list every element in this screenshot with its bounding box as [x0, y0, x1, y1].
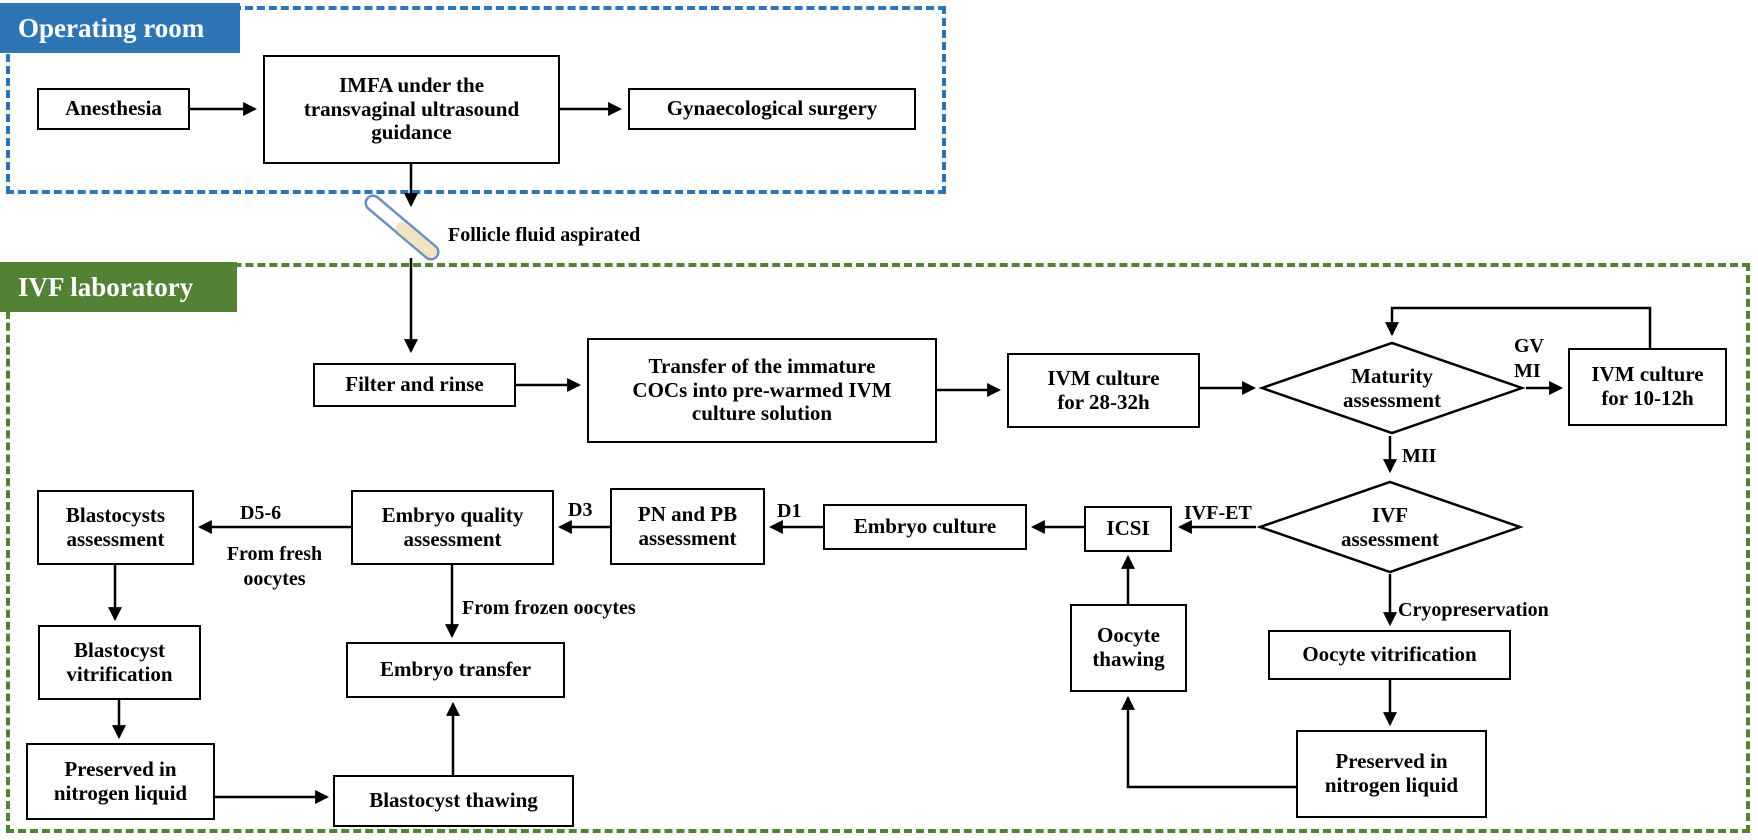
ivf-diamond-label: IVF assessment — [1341, 502, 1439, 551]
node-blastocyst-vitrification: Blastocyst vitrification — [38, 625, 201, 700]
from-frozen-oocytes-label: From frozen oocytes — [462, 597, 636, 619]
d5-6-label: D5-6 — [240, 502, 282, 524]
node-imfa: IMFA under the transvaginal ultrasound g… — [263, 55, 560, 164]
mii-label: MII — [1402, 445, 1437, 467]
ivf-et-label: IVF-ET — [1184, 502, 1252, 524]
edge-ivm12-loop-maturity — [1385, 306, 1652, 348]
d1-label: D1 — [777, 500, 802, 522]
ivf-laboratory-frame — [6, 263, 1750, 833]
test-tube-icon — [364, 194, 440, 261]
node-ivm-culture-10-12h: IVM culture for 10-12h — [1568, 348, 1727, 426]
ivf-laboratory-label: IVF laboratory — [0, 262, 237, 312]
node-pn-pb-assessment: PN and PB assessment — [610, 488, 765, 565]
node-oocyte-vitrification: Oocyte vitrification — [1268, 630, 1511, 680]
cryopreservation-label: Cryopreservation — [1398, 599, 1549, 621]
maturity-diamond-label: Maturity assessment — [1343, 363, 1441, 412]
node-embryo-culture: Embryo culture — [823, 504, 1027, 550]
node-transfer-cocs: Transfer of the immature COCs into pre-w… — [587, 338, 937, 443]
gv-mi-label: GV MI — [1514, 335, 1544, 382]
node-embryo-quality-assessment: Embryo quality assessment — [351, 490, 554, 565]
node-icsi: ICSI — [1084, 506, 1172, 552]
node-oocyte-thawing: Oocyte thawing — [1070, 604, 1187, 692]
node-ivm-culture-28-32h: IVM culture for 28-32h — [1007, 353, 1200, 428]
node-preserved-nitrogen-left: Preserved in nitrogen liquid — [26, 743, 215, 820]
d3-label: D3 — [568, 499, 593, 521]
node-filter-and-rinse: Filter and rinse — [313, 363, 516, 407]
from-fresh-oocytes-label: From fresh oocytes — [226, 543, 323, 590]
node-blastocysts-assessment: Blastocysts assessment — [37, 490, 194, 565]
operating-room-frame — [6, 6, 946, 194]
follicle-fluid-label: Follicle fluid aspirated — [448, 224, 641, 246]
node-blastocyst-thawing: Blastocyst thawing — [333, 775, 574, 827]
maturity-diamond — [1258, 341, 1526, 435]
node-embryo-transfer: Embryo transfer — [346, 642, 565, 698]
node-anesthesia: Anesthesia — [37, 88, 190, 130]
node-preserved-nitrogen-right: Preserved in nitrogen liquid — [1296, 730, 1487, 818]
node-gynaecological-surgery: Gynaecological surgery — [628, 88, 916, 130]
operating-room-label: Operating room — [0, 3, 240, 53]
ivf-diamond — [1256, 480, 1524, 574]
edge-preserved-oocytethawing — [1121, 695, 1296, 789]
